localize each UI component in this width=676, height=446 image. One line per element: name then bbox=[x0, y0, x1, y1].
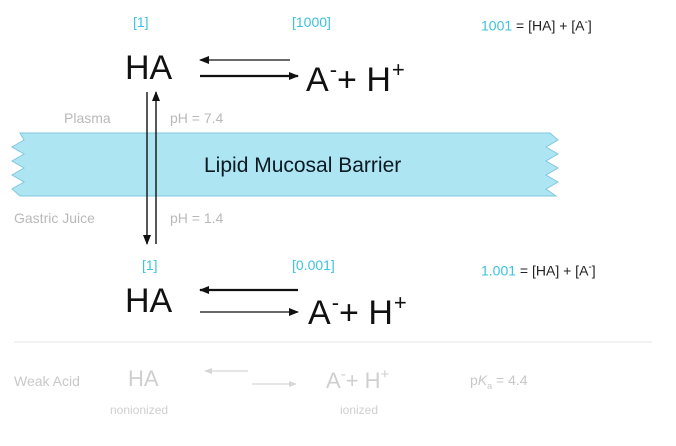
legend-h-charge: + bbox=[380, 366, 390, 383]
top-total-end: ] bbox=[587, 17, 592, 34]
legend-pka-value: = 4.4 bbox=[492, 372, 528, 388]
top-total-value: 1001 bbox=[481, 17, 513, 34]
bottom-a-charge: - bbox=[331, 290, 340, 315]
legend-pka-k: K bbox=[477, 372, 488, 388]
top-total-equation: 1001 = [HA] + [A-] bbox=[481, 17, 592, 34]
legend-ha: HA bbox=[128, 366, 159, 391]
plasma-ph: pH = 7.4 bbox=[170, 110, 224, 126]
legend-products: A-+ H+ bbox=[326, 366, 389, 394]
bottom-a: A bbox=[308, 294, 331, 332]
legend-pka: pKa = 4.4 bbox=[470, 372, 528, 391]
legend-a-charge: - bbox=[340, 366, 346, 383]
legend-pka-sub: a bbox=[487, 380, 493, 391]
legend-weak-acid: Weak Acid bbox=[14, 373, 80, 389]
legend-h: + H bbox=[345, 368, 381, 393]
bottom-h-charge: + bbox=[393, 290, 407, 315]
top-ha-concentration: [1] bbox=[133, 14, 149, 30]
legend-a: A bbox=[326, 368, 341, 393]
top-h: + H bbox=[337, 61, 391, 99]
gastric-juice-label: Gastric Juice bbox=[14, 210, 95, 226]
legend-ionized: ionized bbox=[340, 403, 379, 417]
top-ha: HA bbox=[125, 49, 173, 87]
lipid-barrier-band bbox=[11, 132, 559, 197]
bottom-ha: HA bbox=[125, 282, 173, 320]
bottom-products: A-+ H+ bbox=[308, 286, 407, 330]
bottom-total-minus: - bbox=[588, 262, 592, 273]
top-a-charge: - bbox=[329, 57, 338, 82]
bottom-total-end: ] bbox=[591, 262, 596, 279]
legend-pka-p: p bbox=[470, 372, 478, 388]
bottom-h: + H bbox=[339, 294, 393, 332]
top-a-concentration: [1000] bbox=[292, 14, 331, 30]
bottom-total-text: = [HA] + [A bbox=[516, 262, 589, 279]
lipid-barrier-label: Lipid Mucosal Barrier bbox=[204, 154, 402, 177]
bottom-total-value: 1.001 bbox=[481, 262, 517, 279]
top-total-minus: - bbox=[584, 17, 588, 28]
top-a: A bbox=[306, 61, 329, 99]
bottom-ha-concentration: [1] bbox=[142, 257, 158, 273]
bottom-a-concentration: [0.001] bbox=[292, 257, 335, 273]
top-h-charge: + bbox=[391, 57, 405, 82]
bottom-total-equation: 1.001 = [HA] + [A-] bbox=[481, 262, 596, 279]
plasma-label: Plasma bbox=[64, 110, 111, 126]
legend-nonionized: nonionized bbox=[110, 403, 169, 417]
top-total-text: = [HA] + [A bbox=[512, 17, 585, 34]
gastric-ph: pH = 1.4 bbox=[170, 210, 224, 226]
top-products: A-+ H+ bbox=[306, 53, 405, 97]
